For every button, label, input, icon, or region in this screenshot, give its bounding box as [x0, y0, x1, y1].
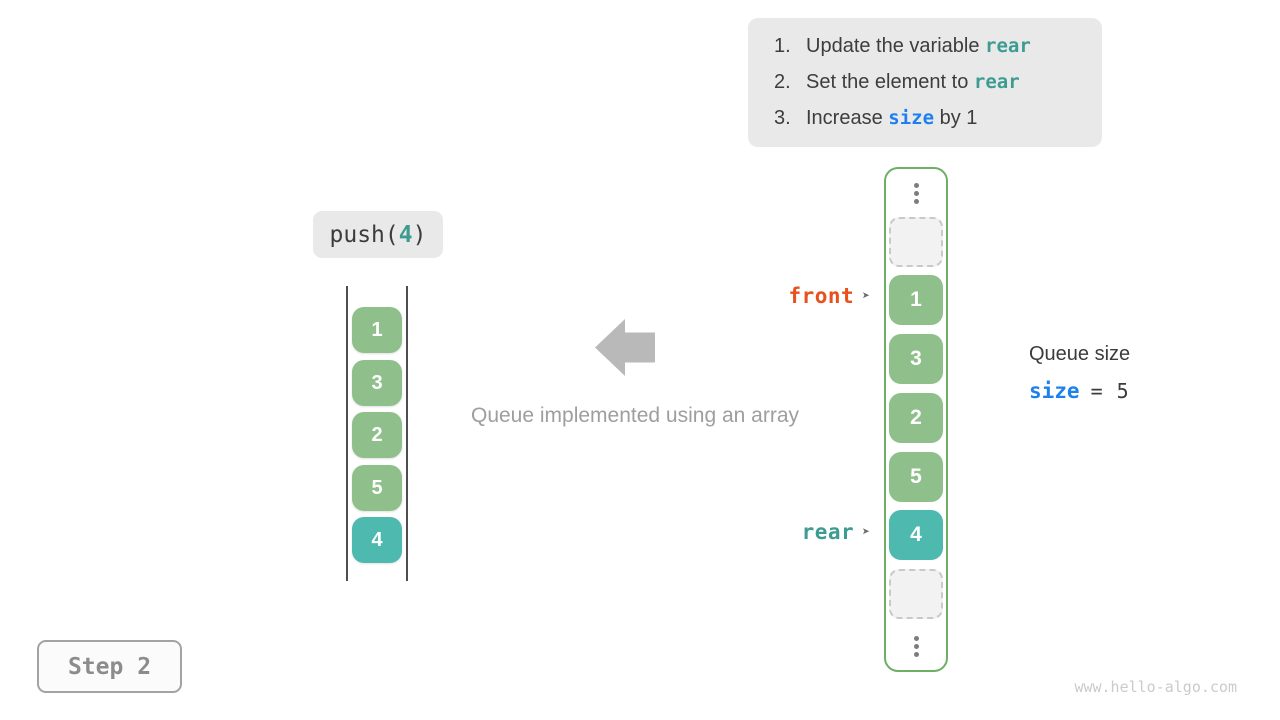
- arrow-left-icon: [595, 319, 655, 381]
- rear-pointer-label: rear: [801, 520, 855, 544]
- instruction-text-pre: Set the element to: [806, 71, 974, 94]
- queue-rail-left: [346, 286, 348, 581]
- step-badge-label: Step 2: [67, 653, 152, 680]
- step-badge: Step 2: [37, 640, 182, 693]
- array-slot-empty: [889, 217, 943, 267]
- queue-rail-right: [406, 286, 408, 581]
- size-value: 5: [1116, 379, 1129, 403]
- instruction-step-2: 2. Set the element to rear: [748, 64, 1102, 100]
- pointer-arrow-icon: ➤: [862, 288, 870, 304]
- rear-pointer: rear ➤: [690, 520, 870, 544]
- queue-element: 2: [352, 412, 402, 458]
- instruction-text: Set the element to rear: [806, 71, 1020, 94]
- array-slot-new: 4: [889, 510, 943, 560]
- diagram-caption: Queue implemented using an array: [470, 404, 800, 427]
- size-variable: size: [1029, 379, 1080, 403]
- instruction-text-pre: Increase: [806, 107, 889, 130]
- list-number: 3.: [774, 107, 791, 130]
- array-slot: 1: [889, 275, 943, 325]
- queue-element-new: 4: [352, 517, 402, 563]
- equals-sign: =: [1090, 379, 1103, 403]
- queue-size-value-line: size = 5: [1029, 379, 1129, 403]
- instruction-text-post: by 1: [934, 107, 978, 130]
- ellipsis-icon: [886, 636, 946, 657]
- instruction-box: 1. Update the variable rear 2. Set the e…: [748, 18, 1102, 147]
- pointer-arrow-icon: ➤: [862, 524, 870, 540]
- queue-element: 5: [352, 465, 402, 511]
- queue-size-title: Queue size: [1029, 343, 1131, 365]
- front-pointer: front ➤: [690, 284, 870, 308]
- instruction-step-1: 1. Update the variable rear: [748, 28, 1102, 64]
- code-token-size: size: [888, 107, 935, 130]
- instruction-step-3: 3. Increase size by 1: [748, 101, 1102, 137]
- instruction-text-pre: Update the variable: [806, 34, 986, 57]
- push-func-text: push(: [329, 221, 399, 248]
- array-slot-empty: [889, 569, 943, 619]
- queue-element: 1: [352, 307, 402, 353]
- code-token-rear: rear: [985, 34, 1031, 57]
- ellipsis-icon: [886, 183, 946, 204]
- list-number: 2.: [774, 71, 791, 94]
- array-slot: 5: [889, 452, 943, 502]
- array-container: 1 3 2 5 4: [884, 167, 948, 672]
- list-number: 1.: [774, 34, 791, 57]
- array-slot: 3: [889, 334, 943, 384]
- code-token-rear: rear: [973, 71, 1020, 94]
- queue-element: 3: [352, 360, 402, 406]
- push-close-paren: ): [412, 221, 427, 248]
- front-pointer-label: front: [788, 284, 855, 308]
- array-slot: 2: [889, 393, 943, 443]
- instruction-text: Increase size by 1: [806, 107, 977, 130]
- watermark: www.hello-algo.com: [1074, 678, 1237, 696]
- push-arg-value: 4: [398, 221, 413, 248]
- push-operation-label: push(4): [313, 211, 443, 258]
- instruction-text: Update the variable rear: [806, 35, 1031, 58]
